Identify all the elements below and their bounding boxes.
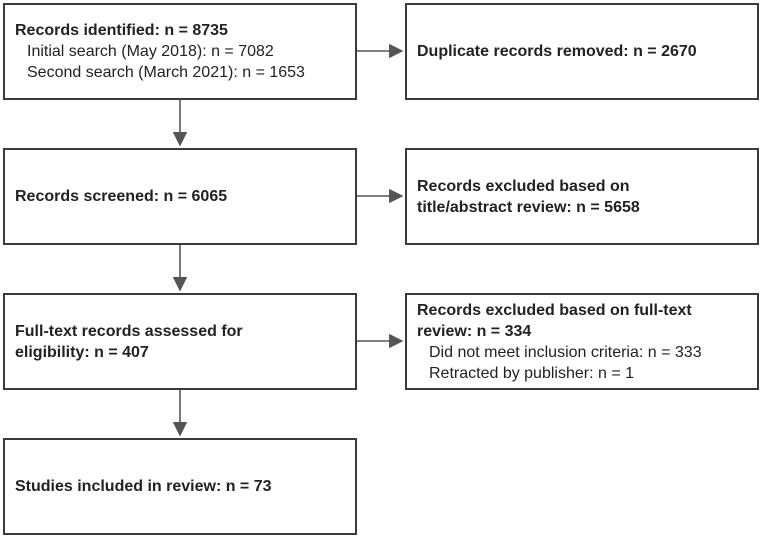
fulltext-assessed-title-line2: eligibility: n = 407 xyxy=(15,343,149,361)
studies-included-title: Studies included in review: n = 73 xyxy=(15,478,272,495)
fulltext-assessed-title-line1: Full-text records assessed for xyxy=(15,322,243,340)
excluded-fulltext-box: Records excluded based on full-text revi… xyxy=(405,293,759,390)
records-identified-box: Records identified: n = 8735 Initial sea… xyxy=(3,3,357,100)
duplicates-removed-title: Duplicate records removed: n = 2670 xyxy=(417,43,697,60)
retracted-count: Retracted by publisher: n = 1 xyxy=(429,364,635,382)
second-search-count: Second search (March 2021): n = 1653 xyxy=(27,64,305,81)
excluded-fulltext-title-line1: Records excluded based on full-text xyxy=(417,301,692,319)
records-screened-box: Records screened: n = 6065 xyxy=(3,148,357,245)
excluded-title-abstract-title-line2: title/abstract review: n = 5658 xyxy=(417,198,640,216)
duplicates-removed-box: Duplicate records removed: n = 2670 xyxy=(405,3,759,100)
not-meet-criteria-count: Did not meet inclusion criteria: n = 333 xyxy=(429,343,702,361)
records-screened-title: Records screened: n = 6065 xyxy=(15,188,228,205)
excluded-title-abstract-box: Records excluded based on title/abstract… xyxy=(405,148,759,245)
initial-search-count: Initial search (May 2018): n = 7082 xyxy=(27,43,274,60)
studies-included-box: Studies included in review: n = 73 xyxy=(3,438,357,535)
excluded-title-abstract-title-line1: Records excluded based on xyxy=(417,177,630,195)
excluded-fulltext-title-line2: review: n = 334 xyxy=(417,322,532,340)
records-identified-title: Records identified: n = 8735 xyxy=(15,22,228,39)
fulltext-assessed-box: Full-text records assessed for eligibili… xyxy=(3,293,357,390)
